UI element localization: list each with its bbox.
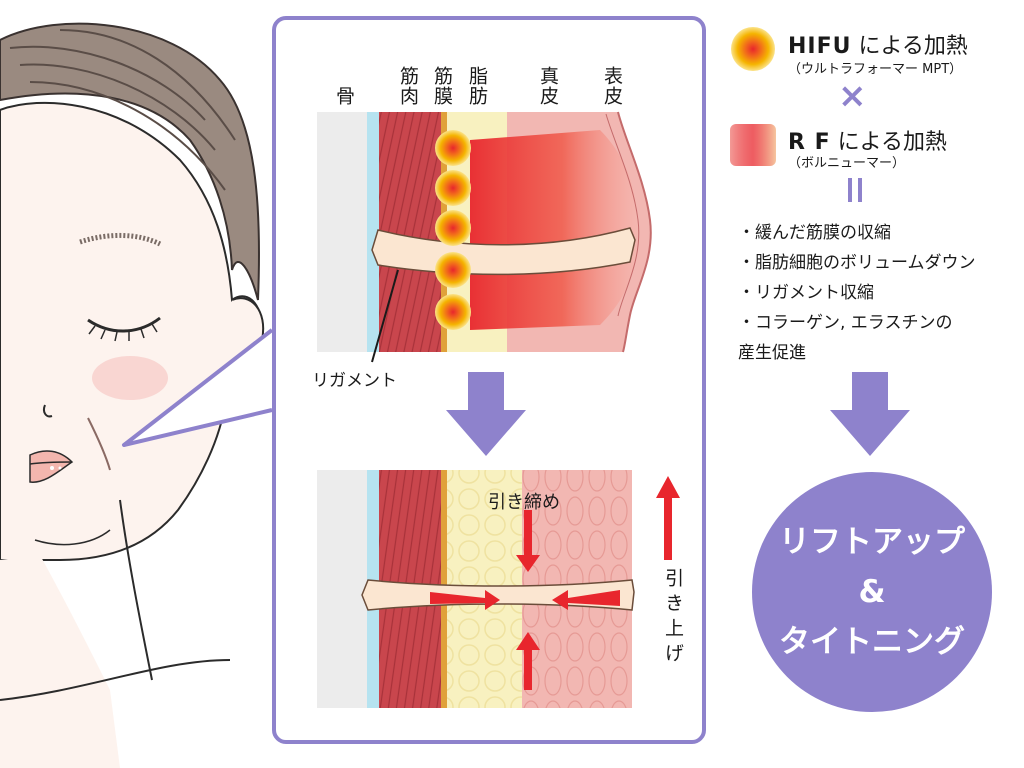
hifu-points [435, 130, 471, 330]
result-circle: リフトアップ & タイトニング [752, 472, 992, 712]
hifu-title: HIFU による加熱 [788, 34, 968, 59]
result-line-ampersand: & [858, 574, 886, 610]
eyebrow [79, 233, 162, 247]
callout-pointer [122, 328, 274, 447]
layer-label-fascia: 筋膜 [431, 66, 453, 106]
rf-icon [730, 124, 776, 166]
neck [0, 555, 120, 768]
layer-label-muscle: 筋肉 [397, 66, 419, 106]
before-treatment-diagram [317, 111, 652, 363]
fascia-thin-layer [367, 112, 379, 352]
rf-subtitle: （ボルニューマー） [788, 156, 906, 171]
closed-eye [87, 316, 161, 333]
layer-label-epidermis: 表皮 [601, 66, 623, 106]
down-arrow-result [830, 372, 910, 456]
layer-label-dermis: 真皮 [537, 66, 559, 106]
ligament-pointer [371, 269, 399, 363]
effect-item: コラーゲン, エラスチンの 産生促進 [738, 308, 976, 368]
times-sign: × [838, 76, 867, 116]
hair [0, 22, 260, 301]
nasolabial-fold [87, 417, 111, 471]
effect-item: 脂肪細胞のボリュームダウン [738, 248, 976, 278]
hifu-subtitle: （ウルトラフォーマー MPT） [788, 62, 963, 77]
hifu-icon [731, 27, 775, 71]
nose [42, 404, 53, 418]
rf-title: R F による加熱 [788, 130, 947, 155]
layer-label-bone: 骨 [333, 86, 355, 106]
after-treatment-diagram [317, 470, 635, 708]
result-line-tightening: タイトニング [779, 624, 965, 660]
layer-label-fat: 脂肪 [466, 66, 488, 106]
result-line-lift-up: リフトアップ [779, 524, 965, 560]
rf-heat-area [470, 130, 639, 330]
lift-arrow [656, 476, 680, 560]
effect-item: リガメント収縮 [738, 278, 976, 308]
tighten-label: 引き締め [488, 492, 560, 513]
bone-layer [317, 112, 367, 352]
down-arrow-panel [446, 372, 526, 456]
equals-sign [848, 178, 862, 202]
effect-item: 緩んだ筋膜の収縮 [738, 218, 976, 248]
effects-list: 緩んだ筋膜の収縮 脂肪細胞のボリュームダウン リガメント収縮 コラーゲン, エラ… [738, 218, 976, 368]
cheek-blush [92, 356, 168, 400]
lift-label: 引き上げ [662, 568, 684, 668]
ligament-label: リガメント [312, 371, 397, 391]
